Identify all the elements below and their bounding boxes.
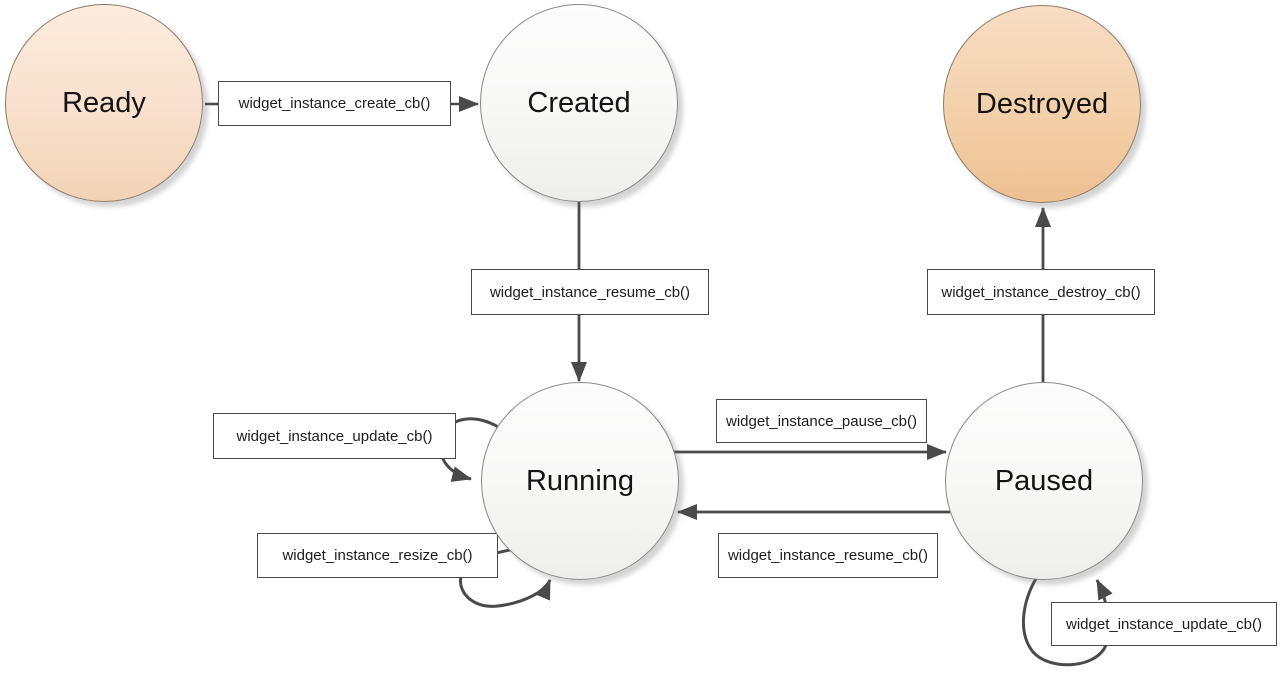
state-running-label: Running: [525, 464, 635, 497]
state-paused-label: Paused: [994, 464, 1094, 497]
transition-label-update-running: widget_instance_update_cb(): [213, 413, 456, 459]
transition-label-update-paused: widget_instance_update_cb(): [1051, 602, 1277, 646]
state-paused: Paused: [945, 382, 1143, 580]
transition-label-resume-created-running: widget_instance_resume_cb(): [471, 269, 709, 315]
state-ready: Ready: [5, 4, 203, 202]
state-destroyed-label: Destroyed: [975, 87, 1109, 120]
state-ready-label: Ready: [62, 86, 146, 119]
transition-label-destroy: widget_instance_destroy_cb(): [927, 269, 1155, 315]
state-running: Running: [481, 382, 679, 580]
state-created: Created: [480, 4, 678, 202]
state-destroyed: Destroyed: [943, 5, 1141, 203]
state-created-label: Created: [527, 86, 631, 119]
transition-label-pause: widget_instance_pause_cb(): [716, 399, 927, 443]
transition-label-resume-paused-running: widget_instance_resume_cb(): [718, 533, 938, 578]
transition-label-resize-running: widget_instance_resize_cb(): [257, 533, 498, 578]
transition-label-create: widget_instance_create_cb(): [218, 81, 451, 126]
